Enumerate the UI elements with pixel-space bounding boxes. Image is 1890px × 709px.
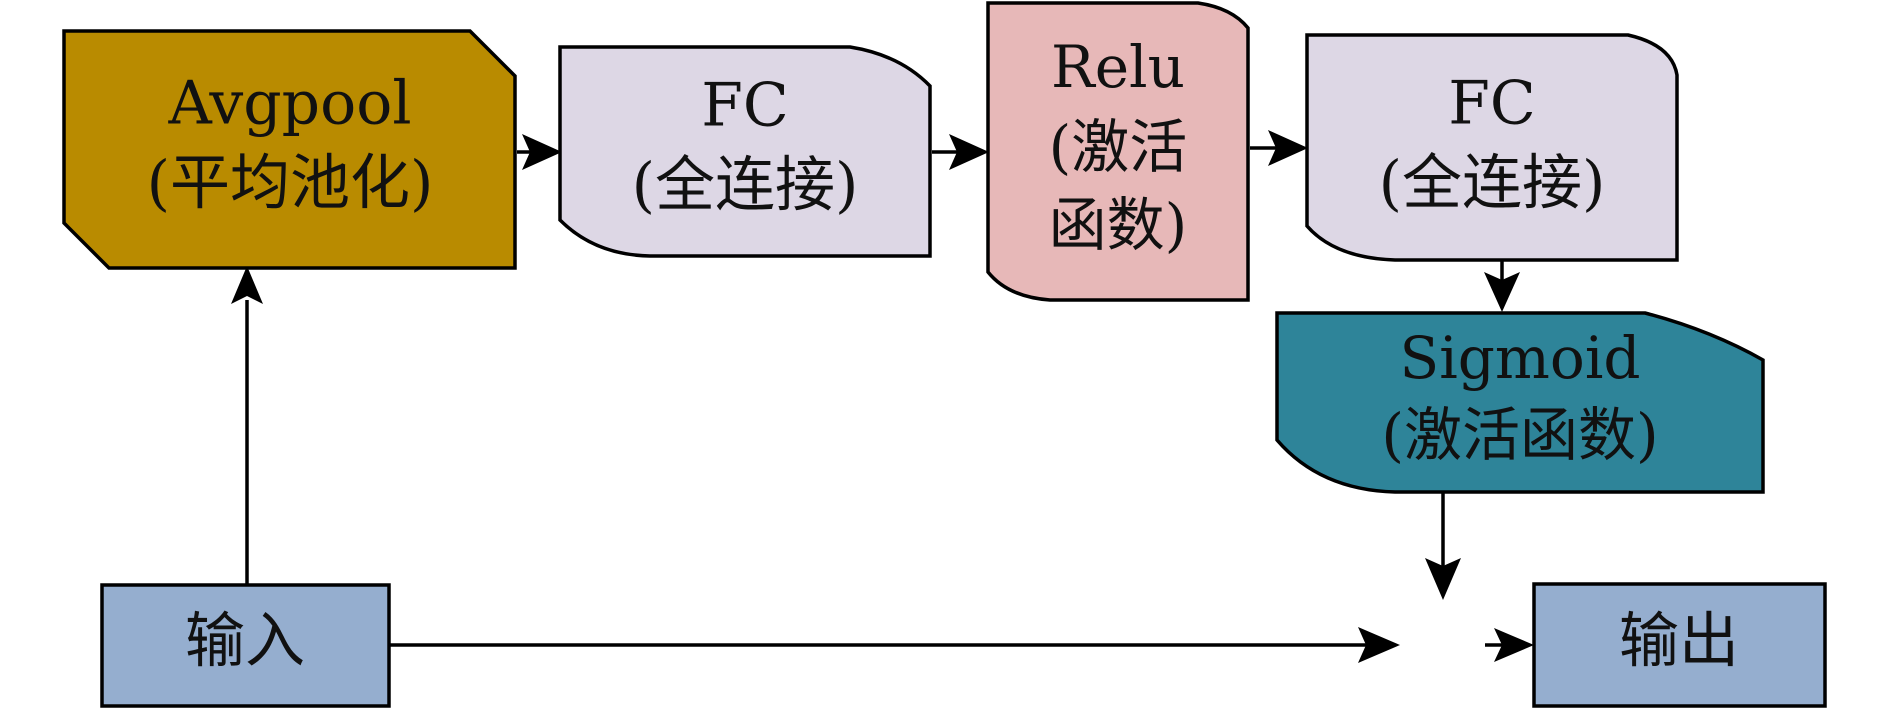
fc1-shape: [558, 45, 932, 258]
arrowhead-relu: [949, 134, 989, 170]
node-input: 输入: [100, 583, 391, 708]
arrowhead-sigmoid: [1484, 272, 1520, 312]
arrowhead-fc2: [1268, 130, 1308, 166]
relu-shape: [986, 1, 1250, 302]
relu-subtitle-line1: (激活: [1049, 113, 1188, 181]
fc2-title: FC: [1448, 69, 1536, 139]
node-fc2: FC (全连接): [1305, 33, 1679, 262]
input-shape: [100, 583, 391, 708]
arrowhead-fc1: [522, 134, 562, 170]
node-output: 输出: [1532, 582, 1827, 708]
fc1-subtitle: (全连接): [632, 151, 859, 221]
sigmoid-title: Sigmoid: [1399, 324, 1640, 392]
node-fc1: FC (全连接): [558, 45, 932, 258]
avgpool-shape: [62, 29, 517, 270]
sigmoid-subtitle: (激活函数): [1381, 401, 1658, 469]
relu-title: Relu: [1051, 33, 1185, 101]
avgpool-subtitle: (平均池化): [147, 149, 434, 219]
fc1-title: FC: [701, 71, 789, 141]
node-relu: Relu (激活 函数): [986, 1, 1250, 302]
input-label: 输入: [185, 607, 305, 677]
avgpool-title: Avgpool: [167, 69, 411, 139]
fc2-subtitle: (全连接): [1379, 149, 1606, 219]
output-shape: [1532, 582, 1827, 708]
arrowhead-avgpool: [231, 266, 263, 304]
arrowhead-multiply-top: [1425, 558, 1461, 600]
arrowhead-multiply-left: [1358, 627, 1400, 663]
sigmoid-shape: [1275, 311, 1765, 494]
fc2-shape: [1305, 33, 1679, 262]
node-avgpool: Avgpool (平均池化): [62, 29, 517, 270]
node-sigmoid: Sigmoid (激活函数): [1275, 311, 1765, 494]
relu-subtitle-line2: 函数): [1049, 191, 1188, 259]
edges: [231, 130, 1534, 663]
arrowhead-output: [1494, 628, 1534, 662]
output-label: 输出: [1619, 607, 1739, 677]
